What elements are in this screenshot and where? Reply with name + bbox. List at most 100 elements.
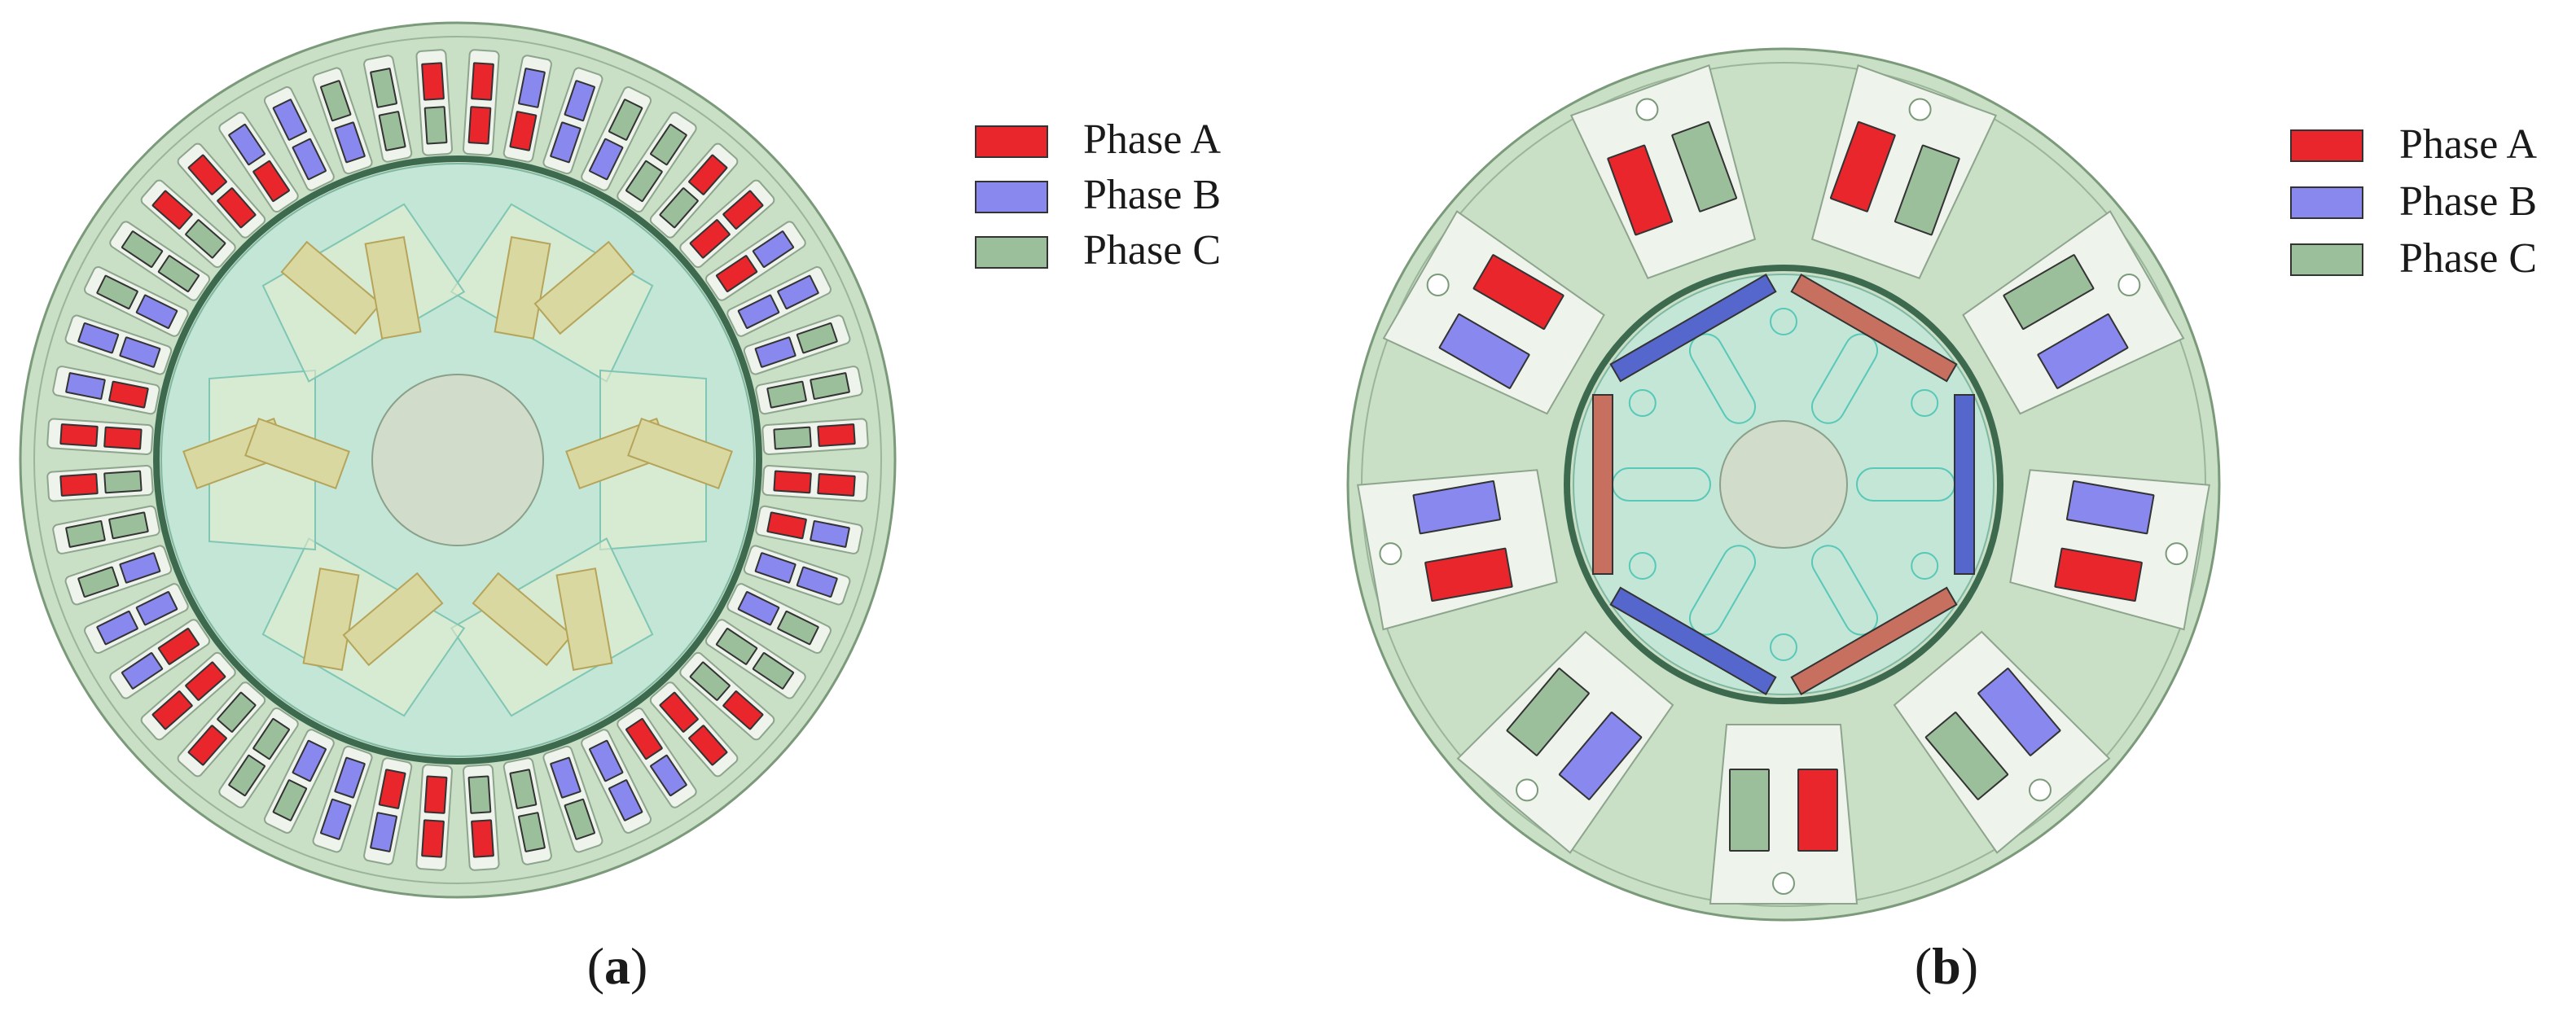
panel-a-caption-open: ( bbox=[587, 937, 604, 995]
rotor-magnet bbox=[1609, 273, 1777, 383]
coil-side-phase-b bbox=[121, 652, 164, 690]
coil-side-phase-c bbox=[1894, 144, 1960, 236]
coil-side-phase-c bbox=[608, 99, 643, 141]
coil-side-phase-c bbox=[370, 68, 397, 108]
coil-side-phase-a bbox=[151, 190, 193, 230]
rotor-hole bbox=[1770, 633, 1797, 661]
panel-a-caption: (a) bbox=[587, 937, 648, 995]
coil-side-phase-c bbox=[423, 106, 448, 145]
coil-side-phase-b bbox=[334, 121, 366, 164]
legend-label-phase-b: Phase B bbox=[1083, 172, 1221, 218]
coil-side-phase-a bbox=[423, 775, 448, 814]
coil-side-phase-a bbox=[471, 819, 494, 858]
coil-side-phase-a bbox=[187, 154, 227, 195]
legend-label-phase-b-b: Phase B bbox=[2399, 178, 2537, 225]
coil-side-phase-b bbox=[135, 294, 178, 329]
coil-side-phase-b bbox=[754, 552, 796, 584]
coil-side-phase-a bbox=[1797, 769, 1838, 852]
coil-side-phase-c bbox=[272, 779, 308, 821]
coil-side-phase-a bbox=[252, 160, 290, 203]
stator-bolt-hole bbox=[1908, 98, 1932, 121]
panel-a-legend: Phase A Phase B Phase C bbox=[975, 116, 1221, 274]
coil-side-phase-a bbox=[185, 661, 226, 701]
coil-side-phase-b bbox=[777, 274, 819, 310]
coil-side-phase-c bbox=[1729, 769, 1770, 852]
coil-side-phase-c bbox=[157, 255, 200, 292]
coil-side-phase-c bbox=[689, 661, 731, 701]
legend-item-phase-b-b: Phase B bbox=[2290, 178, 2537, 225]
rotor-hole bbox=[1911, 389, 1939, 417]
stator-bolt-hole bbox=[2028, 778, 2052, 802]
panel-b-rotor-magnets bbox=[1592, 273, 1975, 696]
coil-side-phase-a bbox=[1607, 144, 1674, 236]
stator-slot bbox=[1810, 64, 1998, 279]
rotor-hole bbox=[1911, 552, 1939, 580]
rotor-magnet bbox=[494, 236, 551, 340]
coil-side-phase-b bbox=[65, 372, 106, 400]
coil-side-phase-c bbox=[752, 652, 795, 690]
stator-slot bbox=[1357, 469, 1558, 631]
legend-label-phase-a-b: Phase A bbox=[2399, 121, 2537, 168]
coil-side-phase-b bbox=[96, 610, 138, 646]
legend-swatch-phase-b bbox=[975, 181, 1048, 213]
coil-side-phase-a bbox=[59, 473, 99, 497]
coil-side-phase-b bbox=[754, 336, 796, 368]
stator-bolt-hole bbox=[2165, 542, 2188, 566]
coil-side-phase-a bbox=[817, 473, 856, 497]
stator-slot bbox=[1569, 64, 1757, 279]
coil-side-phase-a bbox=[1472, 254, 1564, 331]
coil-side-phase-a bbox=[688, 725, 728, 766]
coil-side-phase-b bbox=[1558, 712, 1643, 800]
stator-bolt-hole bbox=[1379, 542, 1402, 566]
stator-bolt-hole bbox=[2117, 274, 2141, 296]
rotor-magnet bbox=[472, 572, 573, 667]
coil-side-phase-b bbox=[550, 756, 581, 799]
rotor-hole bbox=[1628, 389, 1657, 417]
panel-b-caption: (b) bbox=[1915, 937, 1978, 995]
coil-side-phase-a bbox=[378, 769, 406, 809]
coil-side-phase-c bbox=[217, 691, 257, 733]
legend-label-phase-c: Phase C bbox=[1083, 227, 1221, 274]
coil-side-phase-b bbox=[550, 121, 581, 164]
coil-side-phase-c bbox=[185, 219, 226, 259]
panel-b-airgap bbox=[1564, 265, 2003, 704]
coil-side-phase-c bbox=[564, 798, 595, 840]
coil-side-phase-c bbox=[1924, 712, 2009, 800]
coil-side-phase-a bbox=[817, 423, 856, 447]
coil-side-phase-c bbox=[108, 511, 149, 540]
coil-side-phase-a bbox=[689, 219, 731, 259]
coil-side-phase-c bbox=[659, 187, 699, 229]
coil-side-phase-b bbox=[518, 68, 546, 108]
coil-side-phase-b bbox=[320, 798, 352, 840]
coil-side-phase-c bbox=[121, 230, 164, 268]
coil-side-phase-a bbox=[467, 106, 492, 145]
rotor-magnet bbox=[1790, 586, 1958, 696]
stator-bolt-hole bbox=[1635, 98, 1659, 121]
legend-label-phase-a: Phase A bbox=[1083, 116, 1221, 163]
panel-b-legend: Phase A Phase B Phase C bbox=[2290, 121, 2537, 282]
coil-side-phase-a bbox=[1424, 547, 1513, 602]
coil-side-phase-b bbox=[228, 123, 265, 166]
panel-b-concentrated-winding-motor: Phase A Phase B Phase C (b) bbox=[1346, 47, 2537, 995]
coil-side-phase-b bbox=[810, 520, 850, 548]
coil-side-phase-c bbox=[625, 160, 663, 203]
coil-side-phase-c bbox=[1671, 120, 1738, 212]
coil-side-phase-c bbox=[378, 111, 406, 151]
coil-side-phase-c bbox=[773, 426, 812, 450]
rotor-magnet bbox=[342, 572, 444, 667]
rotor-magnet bbox=[1592, 394, 1613, 575]
stator-slot bbox=[1893, 630, 2111, 854]
coil-side-phase-b bbox=[1438, 313, 1530, 389]
rotor-magnet bbox=[1609, 586, 1777, 696]
coil-side-phase-c bbox=[796, 322, 838, 354]
coil-side-phase-c bbox=[320, 80, 352, 122]
coil-side-phase-b bbox=[2037, 313, 2129, 389]
rotor-hole bbox=[1628, 552, 1657, 580]
rotor-magnet bbox=[627, 417, 733, 490]
panel-a-airgap bbox=[153, 156, 762, 764]
coil-side-phase-c bbox=[96, 274, 138, 310]
coil-side-phase-a bbox=[421, 62, 445, 101]
coil-side-phase-a bbox=[217, 187, 257, 229]
coil-side-phase-a bbox=[2054, 547, 2143, 602]
legend-swatch-phase-c bbox=[975, 236, 1048, 269]
